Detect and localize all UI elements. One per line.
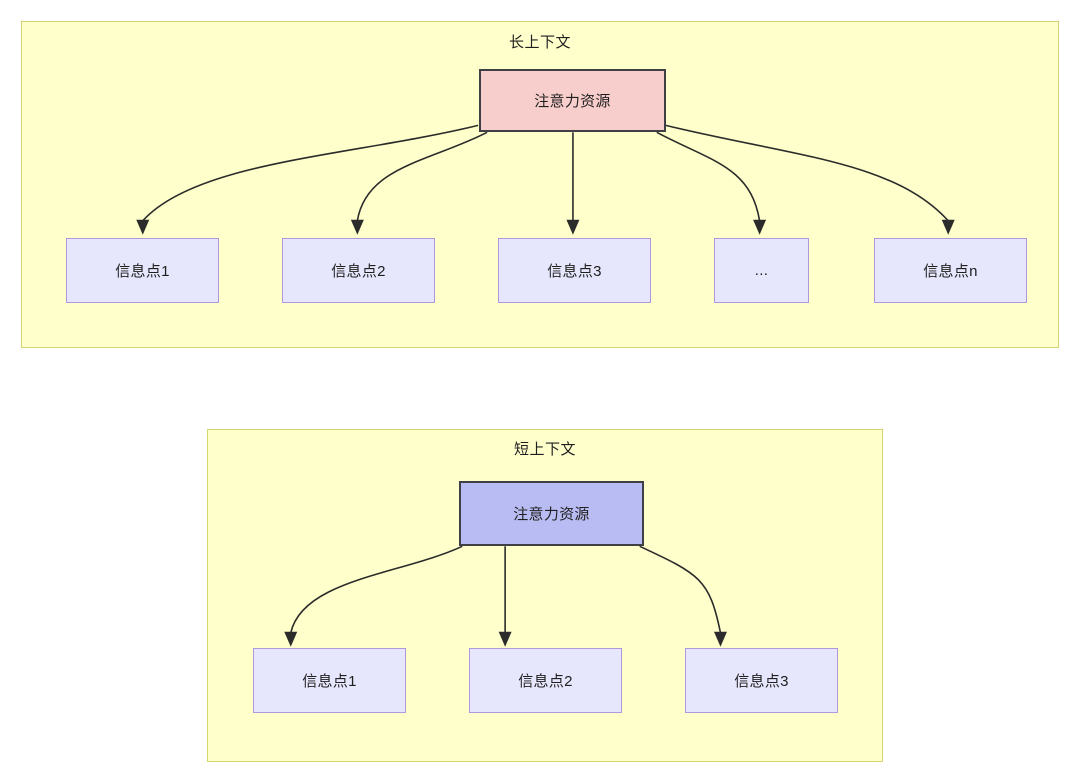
edge-root-to-info-3 bbox=[639, 545, 727, 647]
edge-root-to-info-n bbox=[665, 124, 955, 235]
node-attention-resource-short[interactable]: 注意力资源 bbox=[459, 481, 644, 546]
edge-root-to-info-2 bbox=[350, 131, 488, 235]
node-info-point-n-long[interactable]: 信息点n bbox=[874, 238, 1027, 303]
node-attention-resource-long[interactable]: 注意力资源 bbox=[479, 69, 666, 132]
edge-root-to-info-ellipsis bbox=[656, 131, 767, 235]
edge-root-to-info-1 bbox=[136, 124, 479, 235]
node-info-point-3-long[interactable]: 信息点3 bbox=[498, 238, 651, 303]
panel-long-context: 长上下文 bbox=[21, 21, 1059, 348]
node-info-point-1-long[interactable]: 信息点1 bbox=[66, 238, 219, 303]
node-info-point-1-short[interactable]: 信息点1 bbox=[253, 648, 406, 713]
panel-long-context-title: 长上下文 bbox=[508, 34, 571, 51]
edge-root-to-info-1 bbox=[284, 545, 463, 647]
node-info-point-ellipsis-long[interactable]: ... bbox=[714, 238, 809, 303]
edge-root-to-info-2 bbox=[498, 546, 512, 647]
node-info-point-2-short[interactable]: 信息点2 bbox=[469, 648, 622, 713]
node-info-point-2-long[interactable]: 信息点2 bbox=[282, 238, 435, 303]
panel-short-context: 短上下文 注意力资源 信息点1 信息点2 信息点3 bbox=[207, 429, 883, 762]
edge-root-to-info-3 bbox=[566, 132, 580, 235]
panel-short-context-title: 短上下文 bbox=[513, 441, 576, 458]
node-info-point-3-short[interactable]: 信息点3 bbox=[685, 648, 838, 713]
